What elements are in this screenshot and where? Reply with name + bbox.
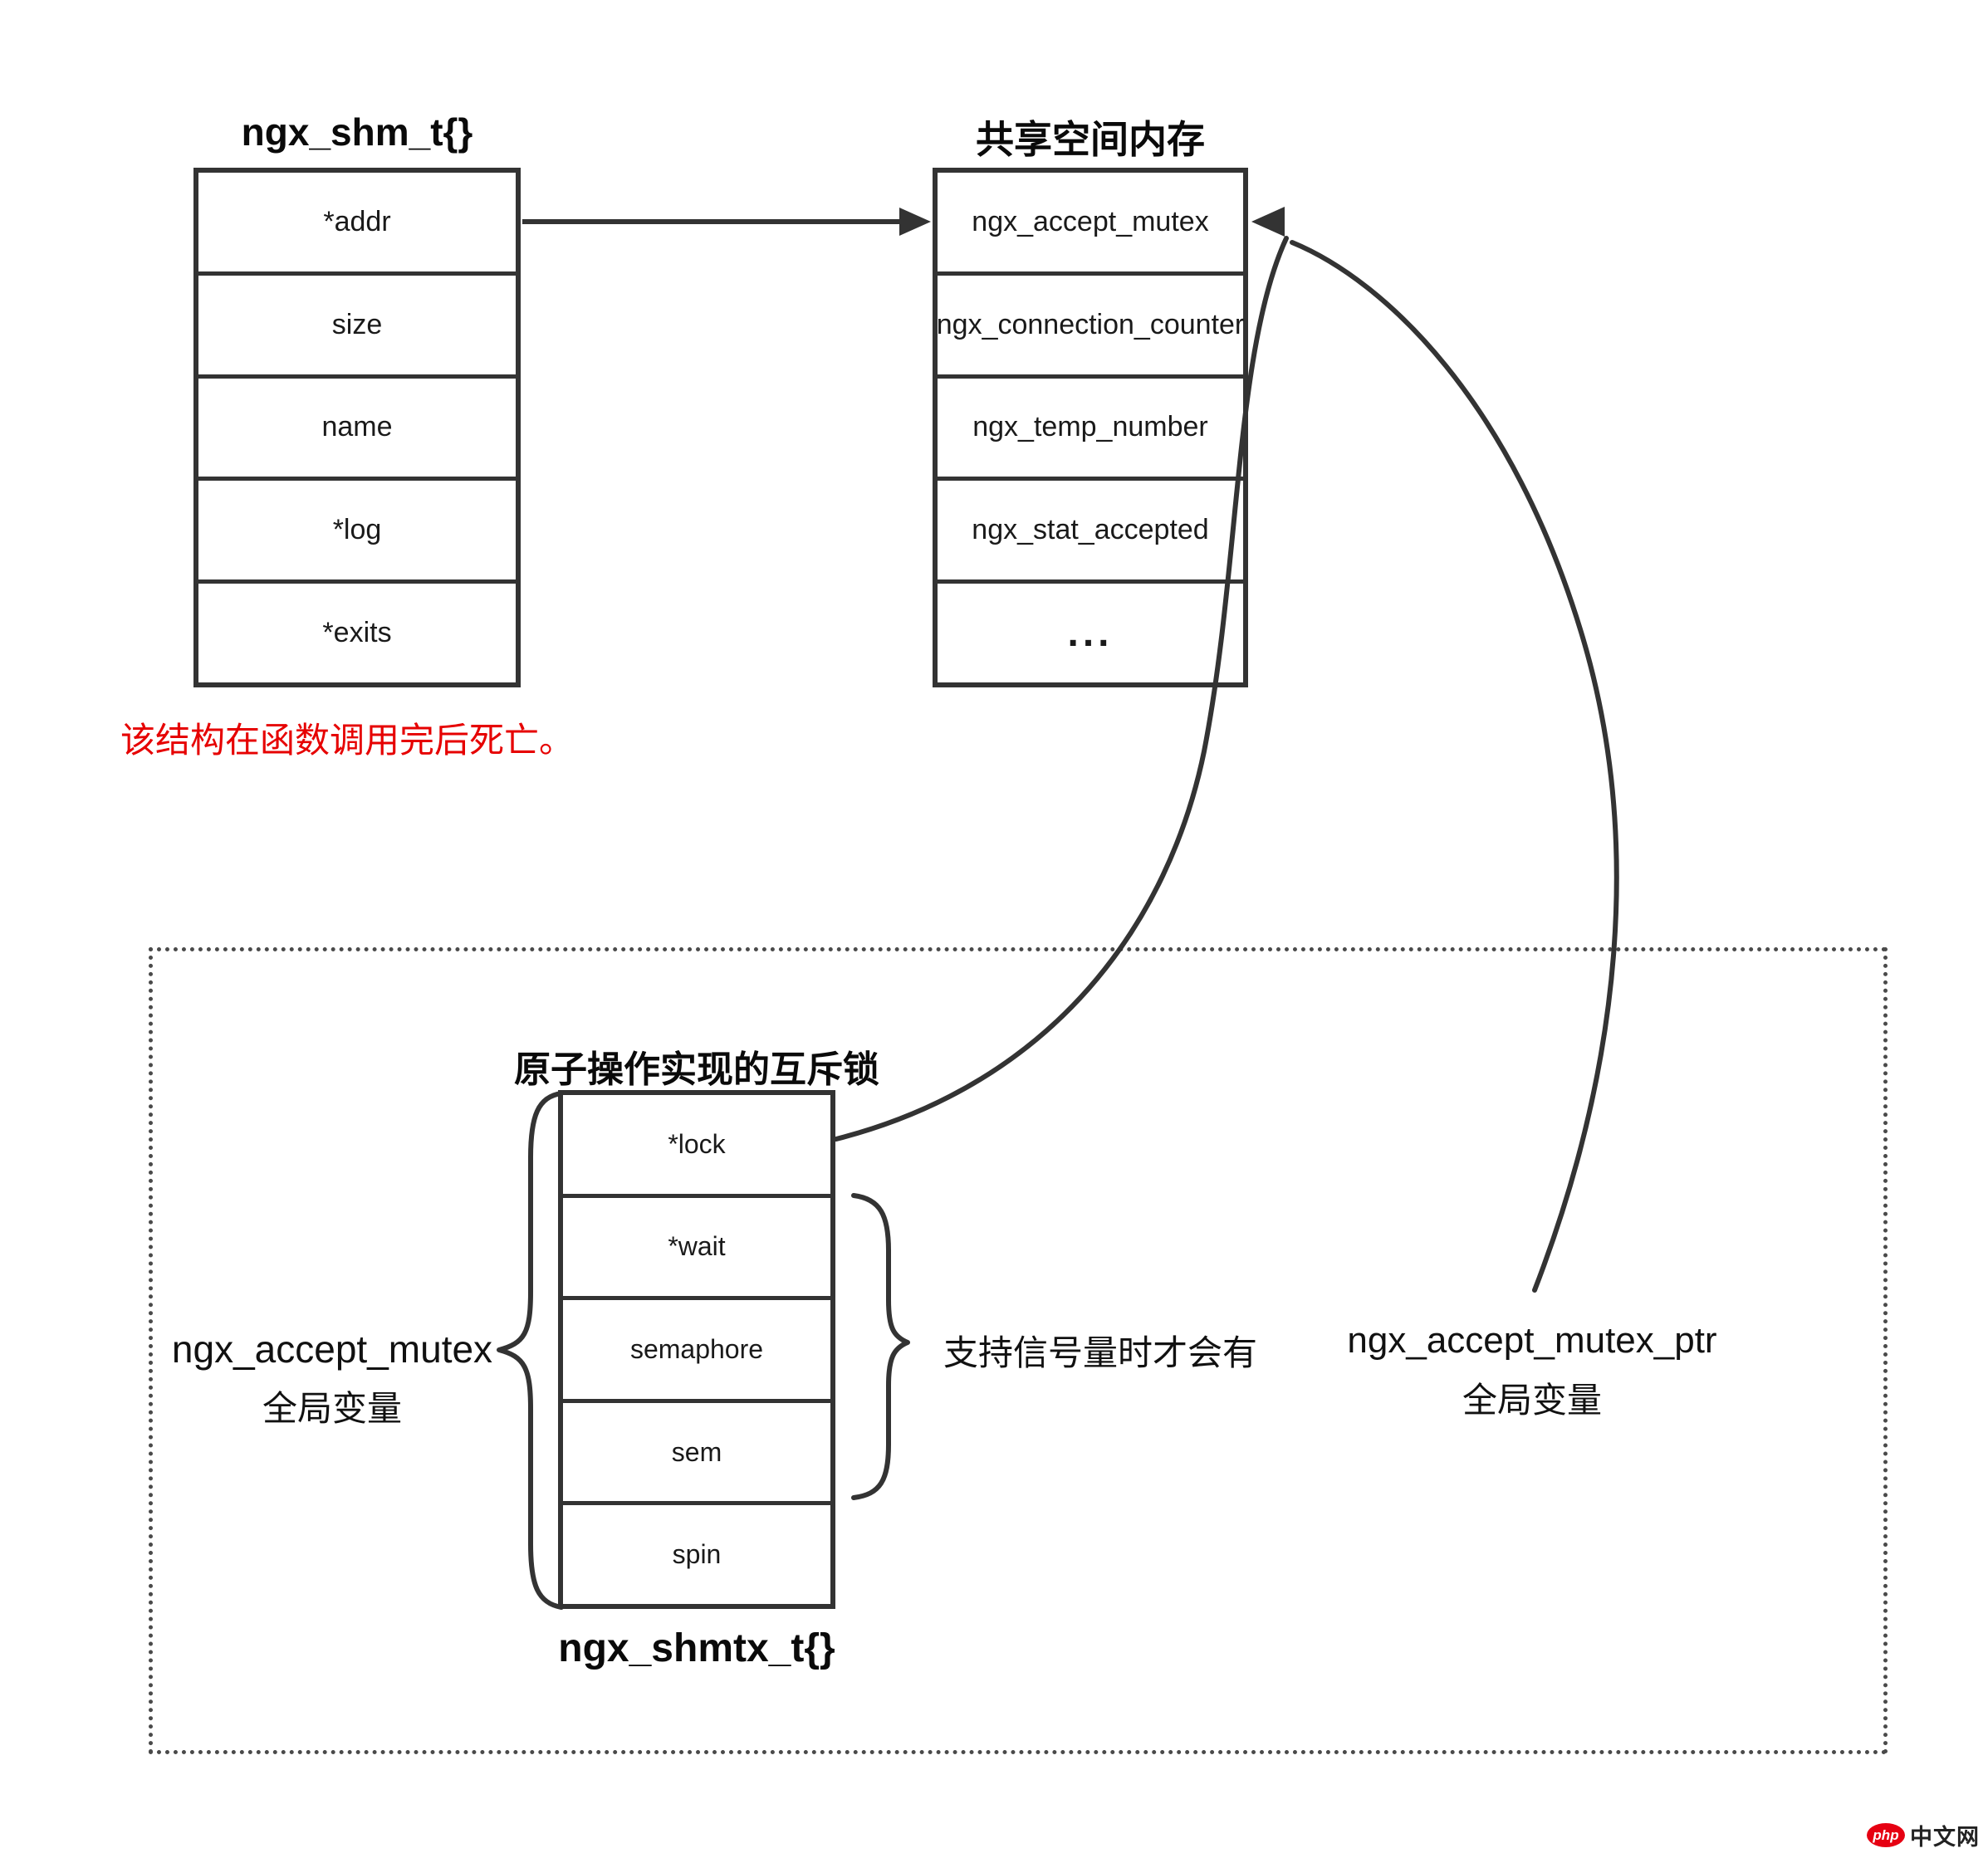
table-row: size xyxy=(198,271,516,374)
table-row: *addr xyxy=(323,205,391,237)
table-row: *lock xyxy=(668,1128,726,1159)
table-row: semaphore xyxy=(563,1296,830,1399)
accept-mutex-ptr-label: ngx_accept_mutex_ptr 全局变量 xyxy=(1347,1322,1716,1418)
table-row: ngx_temp_number xyxy=(938,374,1243,477)
accept-mutex-ptr-label-line2: 全局变量 xyxy=(1462,1381,1602,1420)
mutex-table-title: 原子操作实现的互斥锁 xyxy=(514,1049,879,1090)
php-logo-icon: php xyxy=(1867,1823,1905,1847)
accept-mutex-ptr-label-line1: ngx_accept_mutex_ptr xyxy=(1347,1320,1717,1361)
table-row: *wait xyxy=(563,1193,830,1297)
right-table-title: 共享空间内存 xyxy=(976,118,1205,161)
table-row: spin xyxy=(563,1501,830,1604)
table-row: ngx_accept_mutex xyxy=(972,205,1209,237)
left-arrowhead-icon xyxy=(1251,207,1285,237)
accept-mutex-label-line2: 全局变量 xyxy=(262,1389,403,1428)
table-row: *exits xyxy=(198,579,516,682)
ngx-shm-t-table: *addr size name *log *exits xyxy=(193,168,521,687)
accept-mutex-label-line1: ngx_accept_mutex xyxy=(171,1327,493,1371)
ngx-shmtx-t-caption: ngx_shmtx_t{} xyxy=(558,1626,835,1670)
death-note: 该结构在函数调用完后死亡。 xyxy=(120,721,575,760)
semaphore-condition-label: 支持信号量时才会有 xyxy=(943,1333,1258,1372)
table-row: ngx_stat_accepted xyxy=(938,477,1243,579)
table-row: name xyxy=(198,374,516,477)
left-table-title: ngx_shm_t{} xyxy=(241,110,473,154)
table-row: sem xyxy=(563,1398,830,1502)
php-cn-brand-text: 中文网 xyxy=(1910,1825,1980,1850)
php-cn-watermark[interactable]: php 中文网 xyxy=(1867,1819,1980,1851)
shared-memory-table: ngx_accept_mutex ngx_connection_counter … xyxy=(933,168,1248,687)
table-row: ngx_connection_counter xyxy=(937,271,1244,374)
accept-mutex-label: ngx_accept_mutex 全局变量 xyxy=(172,1330,492,1426)
right-arrowhead-icon xyxy=(899,208,931,236)
table-row: *log xyxy=(198,477,516,579)
ngx-shmtx-t-table: *lock *wait semaphore sem spin xyxy=(558,1090,835,1609)
table-row-ellipsis: ... xyxy=(938,579,1243,682)
